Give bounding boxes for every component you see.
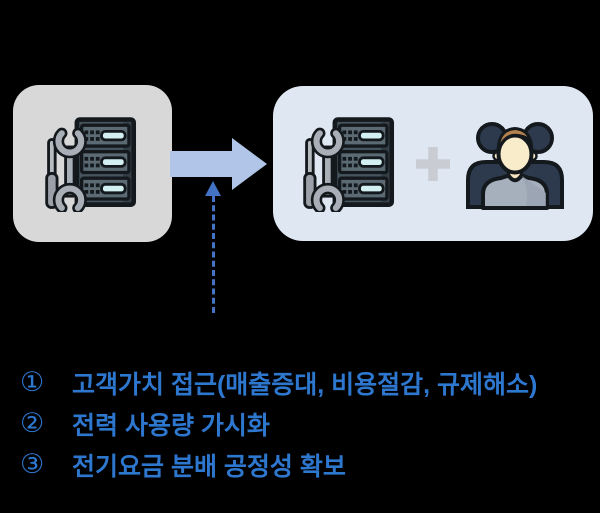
note-number: ② (20, 408, 45, 438)
note-number: ③ (20, 449, 45, 479)
arrowhead (205, 181, 221, 196)
people-icon (463, 114, 567, 214)
note-text: 전기요금 분배 공정성 확보 (72, 452, 346, 481)
dashed-line (211, 196, 215, 313)
right-arrow-icon (170, 137, 270, 191)
plus-icon (416, 146, 450, 181)
note-text: 고객가치 접근(매출증대, 비용절감, 규제해소) (72, 370, 538, 399)
server-maintenance-icon (41, 116, 145, 212)
dashed-up-arrow-icon (204, 181, 222, 313)
note-text: 전력 사용량 가시화 (72, 411, 270, 440)
note-item-3: ③ 전기요금 분배 공정성 확보 (20, 444, 595, 485)
after-box (273, 86, 593, 241)
before-box (13, 85, 172, 242)
note-item-1: ① 고객가치 접근(매출증대, 비용절감, 규제해소) (20, 362, 595, 403)
notes-list: ① 고객가치 접근(매출증대, 비용절감, 규제해소) ② 전력 사용량 가시화… (20, 362, 595, 485)
note-number: ① (20, 367, 45, 397)
server-maintenance-icon (299, 116, 403, 212)
note-item-2: ② 전력 사용량 가시화 (20, 403, 595, 444)
